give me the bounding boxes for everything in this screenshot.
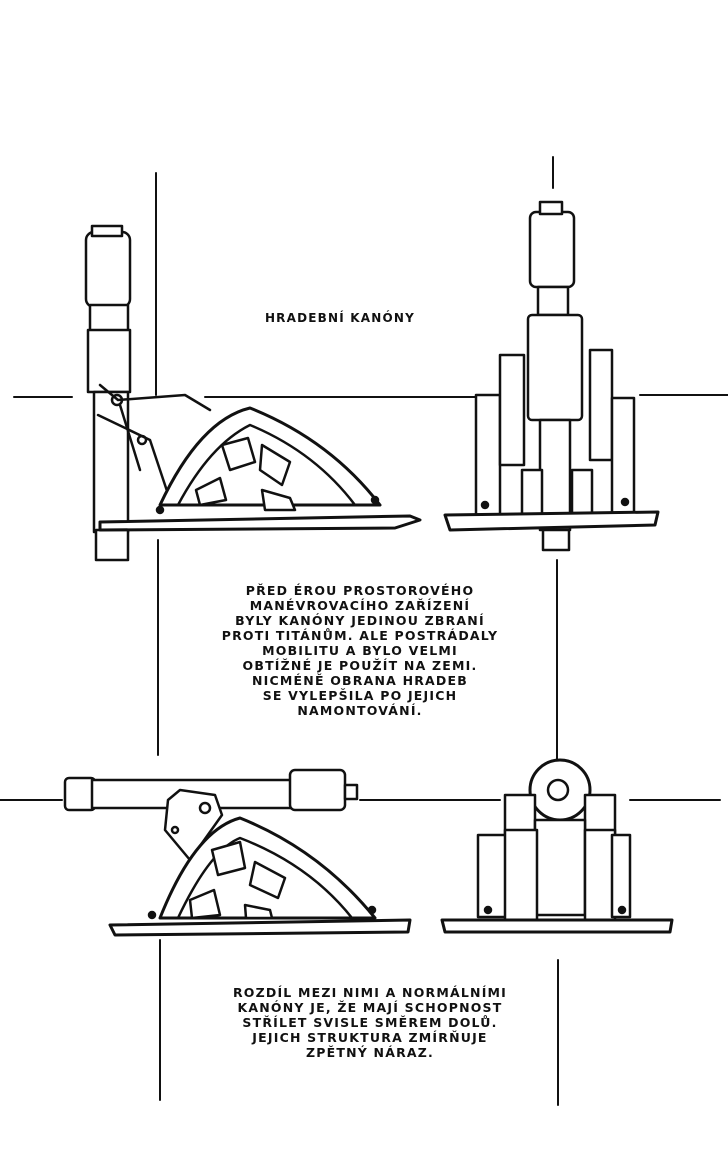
caption-difference: ROZDÍL MEZI NIMI A NORMÁLNÍMI KANÓNY JE,… [232,985,508,1060]
caption-history: PŘED ÉROU PROSTOROVÉHO MANÉVROVACÍHO ZAŘ… [221,583,499,718]
page-title: HRADEBNÍ KANÓNY [264,311,416,325]
